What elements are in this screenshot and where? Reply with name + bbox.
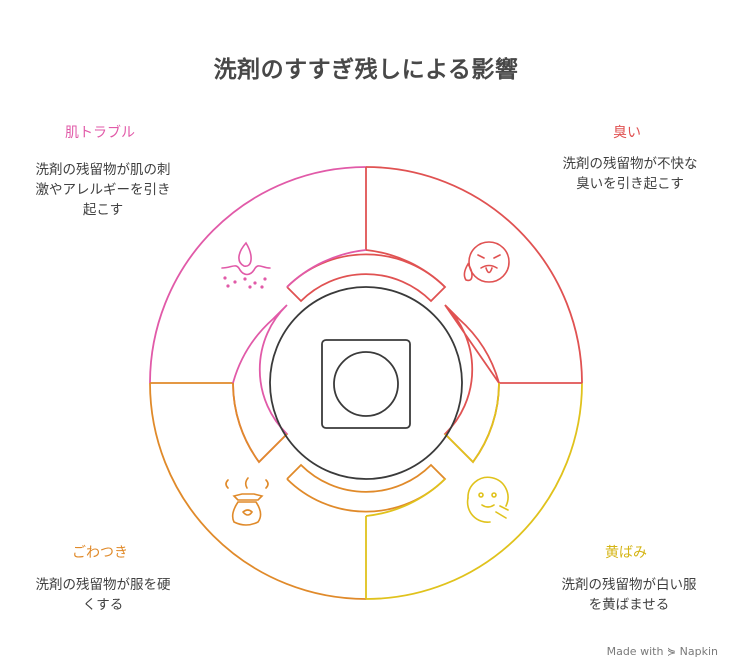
inner-segment-left-bottom — [232, 382, 288, 464]
desc-line: くする — [82, 597, 124, 613]
watermark-prefix: Made with — [606, 645, 664, 658]
desc-line: を黄ばませる — [588, 597, 670, 613]
watermark-brand: Napkin — [679, 645, 718, 658]
inner-segment-bottom-right-part — [365, 478, 446, 517]
outer-arc-bottom-right — [365, 382, 583, 600]
inner-segment-bottom — [286, 463, 447, 513]
desc-line: 洗剤の残留物が白い服 — [561, 577, 697, 593]
label-yellowing: 黄ばみ — [605, 545, 647, 561]
desc-skin-trouble: 洗剤の残留物が肌の刺 激やアレルギーを引き 起こす — [18, 160, 188, 220]
napkin-logo-icon: ⋟ — [666, 645, 677, 658]
inner-segment-left — [232, 304, 289, 464]
desc-line: 洗剤の残留物が肌の刺 — [35, 162, 171, 178]
desc-line: 激やアレルギーを引き — [35, 182, 171, 198]
desc-yellowing: 洗剤の残留物が白い服 を黄ばませる — [540, 575, 718, 615]
inner-segment-top-right-right-part — [365, 249, 446, 288]
disgusted-face-icon — [463, 241, 510, 283]
inner-segment-top-right-left-part — [286, 249, 367, 288]
outer-arc-top-left — [149, 166, 367, 384]
inner-segment-top — [286, 253, 447, 303]
label-odor: 臭い — [613, 125, 641, 141]
desc-odor: 洗剤の残留物が不快な 臭いを引き起こす — [542, 154, 718, 194]
outer-arc-top-right — [365, 166, 583, 384]
desc-line: 起こす — [82, 202, 124, 218]
desc-line: 洗剤の残留物が不快な — [562, 156, 698, 172]
desc-line: 臭いを引き起こす — [576, 176, 684, 192]
yellowing-stain-icon — [466, 476, 509, 523]
label-skin-trouble: 肌トラブル — [65, 125, 135, 141]
inner-segment-right-bottom — [444, 382, 500, 464]
diagram-title: 洗剤のすすぎ残しによる影響 — [213, 57, 519, 83]
inner-segment-right — [443, 304, 500, 464]
label-stiffness: ごわつき — [72, 545, 128, 561]
washing-machine-drum-icon — [333, 351, 399, 417]
desc-stiffness: 洗剤の残留物が服を硬 くする — [18, 575, 188, 615]
skin-irritation-icon — [221, 241, 271, 289]
center-ring — [269, 286, 463, 480]
stiff-bag-icon — [225, 477, 269, 526]
napkin-watermark: Made with ⋟ Napkin — [607, 645, 718, 658]
outer-arc-bottom-left — [149, 382, 367, 600]
desc-line: 洗剤の残留物が服を硬 — [35, 577, 171, 593]
washing-machine-icon — [321, 339, 411, 429]
